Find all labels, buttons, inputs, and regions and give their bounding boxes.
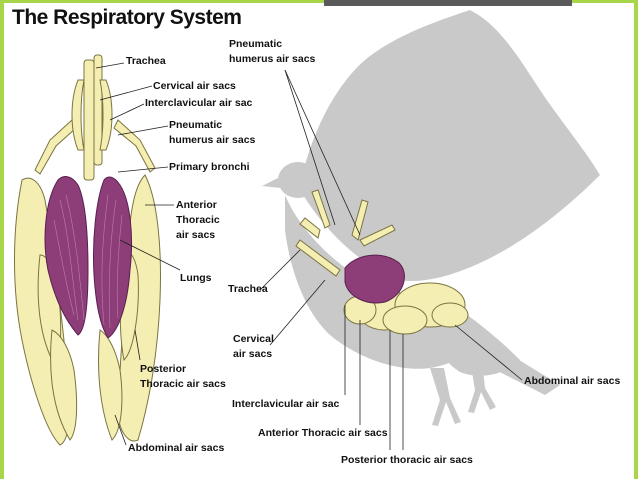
label-trachea-right: Trachea [228,283,268,295]
label-line: humerus air sacs [229,53,316,65]
label-cervical-left: Cervical air sacs [153,80,236,92]
label-lungs: Lungs [180,272,212,284]
label-posterior-thoracic-left: Posterior Thoracic air sacs [140,362,226,392]
label-abdominal-left: Abdominal air sacs [128,442,225,454]
label-interclavicular-left: Interclavicular air sac [145,97,253,109]
label-line: Pneumatic [169,119,223,131]
leader-lines [95,62,523,450]
abdominal-air-sac-right-lower [98,329,123,441]
label-pneumatic-humerus-left: Pneumatic humerus air sacs [169,118,255,148]
lung-left [44,176,89,336]
label-line: Thoracic [176,214,220,226]
lung-lateral [344,254,405,304]
label-primary-bronchi: Primary bronchi [169,161,250,173]
label-anterior-thoracic-left: Anterior Thoracic air sacs [176,198,220,243]
label-line: Pneumatic [229,38,283,50]
frame-top-border [0,0,638,3]
label-line: air sacs [176,229,216,241]
label-line: Posterior [140,363,187,375]
page-title: The Respiratory System [12,6,242,29]
abdominal-air-sac-left-lower [50,329,78,441]
label-abdominal-right: Abdominal air sacs [524,375,621,387]
label-trachea-left: Trachea [126,55,166,67]
label-cervical-right: Cervical air sacs [233,332,274,362]
label-pneumatic-humerus-top: Pneumatic humerus air sacs [229,37,315,67]
label-interclavicular-right: Interclavicular air sac [232,398,340,410]
label-anterior-thoracic-right: Anterior Thoracic air sacs [258,427,388,439]
label-line: Anterior [176,199,217,211]
label-line: Thoracic air sacs [140,378,226,390]
slide-tab [324,0,572,6]
bird-silhouette [262,10,600,426]
lateral-view-diagram [295,189,469,335]
label-posterior-thoracic-right: Posterior thoracic air sacs [341,454,473,466]
frame-left-border [0,0,4,479]
label-line: air sacs [233,348,273,360]
label-line: Cervical [233,333,274,345]
frame-right-border [634,0,638,479]
ventral-view-diagram [14,54,161,446]
label-line: humerus air sacs [169,134,256,146]
